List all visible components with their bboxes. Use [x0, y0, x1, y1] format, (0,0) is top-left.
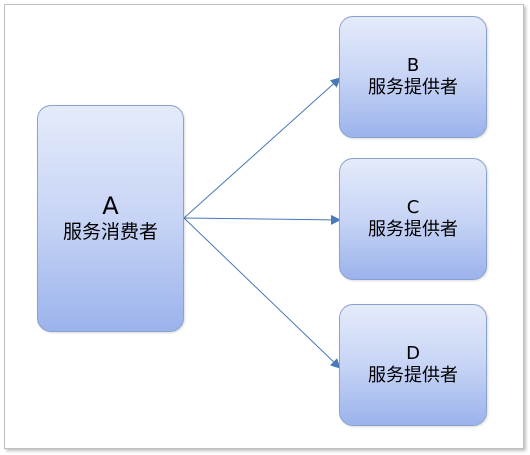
consumer-role: 服务消费者 — [62, 220, 158, 243]
consumer-node-a: A 服务消费者 — [37, 105, 184, 332]
provider-letter: B — [406, 54, 420, 76]
consumer-letter: A — [102, 192, 119, 221]
provider-node-b: B 服务提供者 — [339, 16, 487, 138]
provider-role: 服务提供者 — [368, 218, 458, 240]
provider-node-d: D 服务提供者 — [339, 304, 487, 426]
provider-letter: D — [406, 342, 420, 364]
provider-node-c: C 服务提供者 — [339, 158, 487, 280]
provider-role: 服务提供者 — [368, 364, 458, 386]
provider-role: 服务提供者 — [368, 76, 458, 98]
provider-letter: C — [406, 196, 420, 218]
